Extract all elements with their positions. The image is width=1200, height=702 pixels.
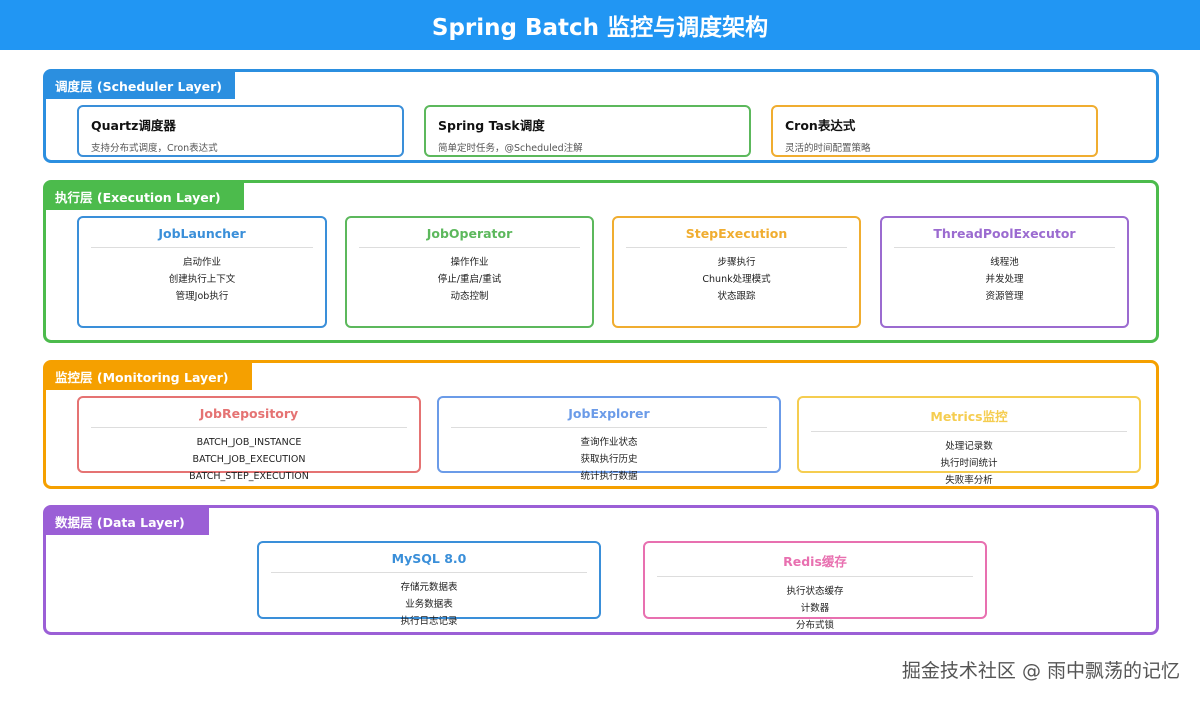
- card-title: JobOperator: [426, 226, 513, 241]
- component-card: StepExecution 步骤执行 Chunk处理模式状态跟踪: [612, 216, 861, 328]
- layer-label: 执行层 (Execution Layer): [45, 183, 244, 210]
- layer-scheduler: 调度层 (Scheduler Layer) Quartz调度器支持分布式调度，Cr…: [43, 69, 1159, 163]
- card-title: Metrics监控: [930, 409, 1008, 424]
- component-card: JobExplorer 查询作业状态获取执行历史统计执行数据: [437, 396, 781, 482]
- component-card: JobOperator 操作作业停止/重启/重试动态控制: [345, 216, 594, 328]
- card-item: 创建执行上下文: [168, 274, 236, 285]
- card-item: 启动作业: [182, 257, 221, 268]
- card-title: JobLauncher: [158, 226, 246, 241]
- layer-label: 数据层 (Data Layer): [45, 508, 209, 535]
- layer-data: 数据层 (Data Layer) MySQL 8.0 存储元数据表业务数据表执行日志…: [43, 505, 1159, 635]
- card-item: 获取执行历史: [580, 454, 638, 465]
- divider: [657, 576, 973, 577]
- card-item: BATCH_JOB_INSTANCE: [196, 437, 302, 448]
- card-item: 失败率分析: [945, 475, 993, 486]
- card-item: 统计执行数据: [580, 471, 638, 482]
- divider: [451, 427, 767, 428]
- card-item: 执行时间统计: [940, 458, 998, 469]
- card-item: 并发处理: [985, 274, 1024, 285]
- card-item: Chunk处理模式: [702, 274, 771, 285]
- card-item: 存储元数据表: [400, 582, 458, 593]
- card-title: MySQL 8.0: [391, 551, 467, 566]
- card-item: 处理记录数: [945, 441, 993, 452]
- component-card: Metrics监控处理记录数执行时间统计失败率分析: [797, 396, 1141, 486]
- card-item: 操作作业: [450, 257, 489, 268]
- card-item: 步骤执行: [717, 257, 756, 268]
- card-title: JobRepository: [199, 406, 299, 421]
- card-description: 支持分布式调度，Cron表达式: [91, 143, 218, 154]
- card-item: 执行状态缓存: [786, 586, 844, 597]
- card-item: 状态跟踪: [717, 291, 756, 302]
- component-card: MySQL 8.0 存储元数据表业务数据表执行日志记录: [257, 541, 601, 627]
- page-title: Spring Batch 监控与调度架构: [0, 0, 1200, 50]
- divider: [894, 247, 1115, 248]
- component-card: Spring Task调度简单定时任务，@Scheduled注解: [424, 105, 751, 157]
- divider: [91, 247, 313, 248]
- card-title: ThreadPoolExecutor: [933, 226, 1076, 241]
- card-title: JobExplorer: [568, 406, 650, 421]
- card-item: 资源管理: [985, 291, 1024, 302]
- layer-execution: 执行层 (Execution Layer) JobLauncher 启动作业创建执行…: [43, 180, 1159, 343]
- divider: [359, 247, 580, 248]
- component-card: Cron表达式灵活的时间配置策略: [771, 105, 1098, 157]
- card-item: 执行日志记录: [400, 616, 458, 627]
- card-item: 业务数据表: [405, 599, 453, 610]
- card-title: Spring Task调度: [438, 118, 545, 133]
- component-card: ThreadPoolExecutor 线程池并发处理资源管理: [880, 216, 1129, 328]
- layer-label: 监控层 (Monitoring Layer): [45, 363, 252, 390]
- card-item: 分布式锁: [795, 620, 834, 631]
- card-description: 简单定时任务，@Scheduled注解: [438, 143, 583, 154]
- card-title: Cron表达式: [785, 118, 856, 133]
- card-title: Redis缓存: [783, 554, 847, 569]
- divider: [811, 431, 1127, 432]
- card-title: StepExecution: [685, 226, 788, 241]
- card-item: 管理Job执行: [175, 291, 229, 302]
- card-item: BATCH_JOB_EXECUTION: [192, 454, 306, 465]
- divider: [626, 247, 847, 248]
- card-item: 停止/重启/重试: [437, 274, 502, 285]
- card-title: Quartz调度器: [91, 118, 176, 133]
- layer-label: 调度层 (Scheduler Layer): [45, 72, 235, 99]
- divider: [91, 427, 407, 428]
- component-card: JobLauncher 启动作业创建执行上下文管理Job执行: [77, 216, 327, 328]
- card-item: 计数器: [800, 603, 830, 614]
- divider: [271, 572, 587, 573]
- card-item: 动态控制: [450, 291, 489, 302]
- watermark: 掘金技术社区 @ 雨中飘荡的记忆: [901, 660, 1180, 682]
- card-item: 线程池: [990, 257, 1019, 268]
- card-item: 查询作业状态: [580, 437, 638, 448]
- card-item: BATCH_STEP_EXECUTION: [189, 471, 309, 482]
- card-description: 灵活的时间配置策略: [785, 143, 871, 154]
- component-card: Redis缓存执行状态缓存计数器分布式锁: [643, 541, 987, 631]
- component-card: Quartz调度器支持分布式调度，Cron表达式: [77, 105, 404, 157]
